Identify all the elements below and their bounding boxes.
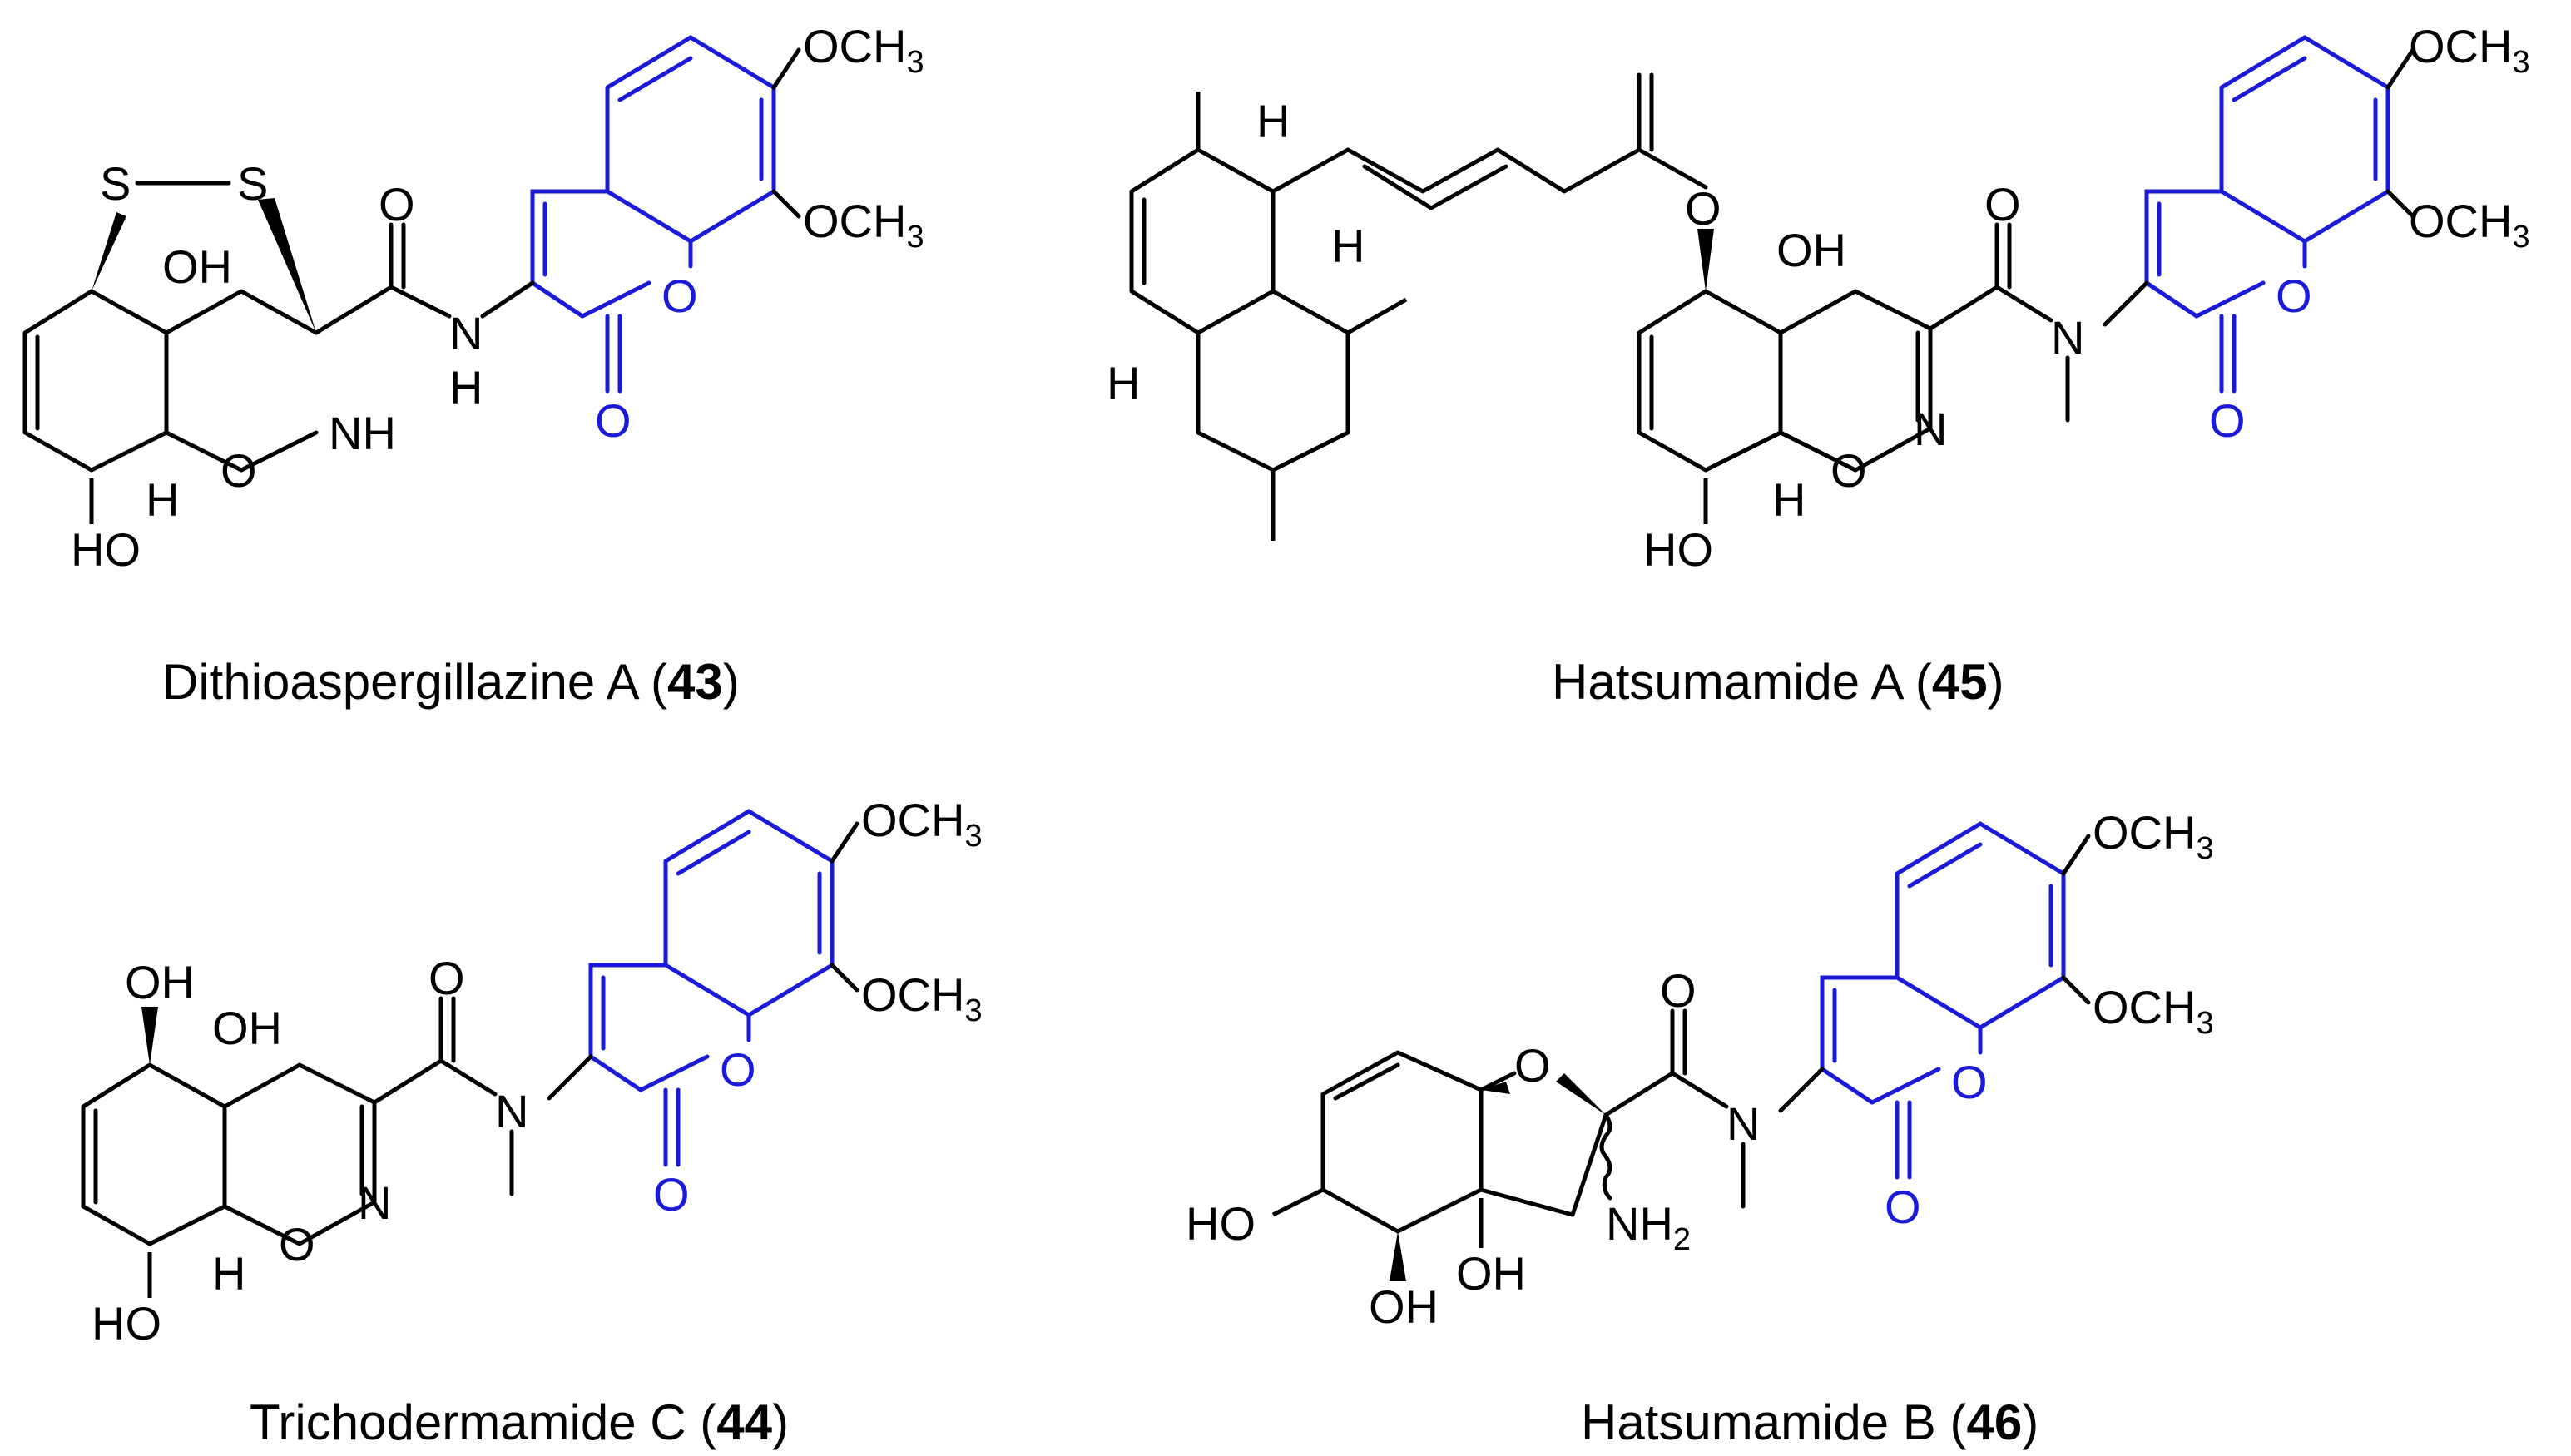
sulfur-label: S	[237, 157, 268, 210]
methoxy-label: OCH3	[803, 20, 924, 80]
amide-n-label: N	[495, 1085, 528, 1137]
hydroxyl-label: OH	[125, 956, 195, 1008]
ring-oxygen-label: O	[720, 1043, 756, 1096]
coumarin-moiety	[2144, 35, 2390, 394]
ring-oxygen-label: O	[1951, 1056, 1988, 1108]
nh-label: NH	[329, 407, 396, 459]
carbonyl-oxygen-label: O	[595, 394, 632, 447]
ring-oxygen-label: O	[220, 444, 257, 497]
hydroxyl-label: HO	[71, 523, 141, 576]
compound-43-structure: O O OCH3 OCH3 N H O NH O S S OH H HO	[22, 20, 924, 576]
ring-oxygen-label: O	[2276, 270, 2312, 322]
methoxy-label: OCH3	[861, 794, 983, 854]
methoxy-label: OCH3	[861, 968, 983, 1028]
amide-oxygen-label: O	[379, 178, 415, 230]
h-label: H	[1107, 357, 1140, 409]
hydroxyl-label: OH	[1456, 1247, 1526, 1300]
methoxy-label: OCH3	[803, 195, 924, 255]
methoxy-label: OCH3	[2093, 981, 2214, 1041]
amine-label: NH2	[1606, 1197, 1691, 1257]
hydroxyl-label: OH	[212, 1002, 282, 1054]
sulfur-label: S	[100, 157, 131, 210]
ring-oxygen-label: O	[661, 270, 698, 322]
h-label: H	[1772, 473, 1806, 526]
methoxy-label: OCH3	[2093, 806, 2214, 866]
methoxy-label: OCH3	[2409, 20, 2530, 80]
ring-oxygen-label: O	[1830, 444, 1867, 497]
amide-oxygen-label: O	[428, 952, 465, 1004]
ring-oxygen-label: O	[1514, 1039, 1551, 1092]
h-label: H	[1331, 220, 1365, 272]
coumarin-moiety	[588, 809, 835, 1167]
coumarin-moiety	[530, 35, 776, 394]
compound-44-caption: Trichodermamide C (44)	[250, 1394, 789, 1450]
hydroxyl-label: HO	[1643, 523, 1713, 576]
ring-oxygen-label: O	[279, 1218, 315, 1270]
compound-45-structure: O O OCH3 OCH3 N O N O OH O H HO	[1107, 20, 2530, 576]
compound-46-caption: Hatsumamide B (46)	[1581, 1394, 2038, 1450]
compound-44-structure: O O OCH3 OCH3 N O N O OH OH H HO	[81, 794, 983, 1350]
ether-oxygen-label: O	[1685, 182, 1721, 235]
amide-n-label: N	[1726, 1097, 1760, 1150]
amide-h-label: H	[449, 361, 483, 414]
coumarin-moiety	[1820, 821, 2066, 1180]
compound-43-caption: Dithioaspergillazine A (43)	[162, 654, 740, 710]
amide-oxygen-label: O	[1984, 178, 2021, 230]
compound-45-caption: Hatsumamide A (45)	[1552, 654, 2004, 710]
hydroxyl-label: HO	[92, 1297, 161, 1350]
amide-oxygen-label: O	[1660, 964, 1697, 1017]
imine-n-label: N	[358, 1176, 391, 1229]
amide-nh-label: N	[449, 307, 483, 359]
carbonyl-oxygen-label: O	[653, 1168, 690, 1221]
imine-n-label: N	[1914, 403, 1947, 455]
methoxy-label: OCH3	[2409, 195, 2530, 255]
hydroxyl-label: HO	[1186, 1197, 1256, 1250]
h-label: H	[146, 473, 179, 526]
carbonyl-oxygen-label: O	[1885, 1181, 1921, 1233]
h-label: H	[212, 1247, 245, 1300]
compound-46-structure: O O OCH3 OCH3 N O O NH2 OH HO OH	[1186, 806, 2214, 1333]
hydroxyl-label: OH	[1369, 1280, 1439, 1333]
h-label: H	[1256, 95, 1290, 147]
hydroxyl-label: OH	[1776, 224, 1846, 276]
carbonyl-oxygen-label: O	[2209, 394, 2246, 447]
amide-n-label: N	[2051, 311, 2084, 364]
hydroxyl-label: OH	[162, 240, 232, 293]
